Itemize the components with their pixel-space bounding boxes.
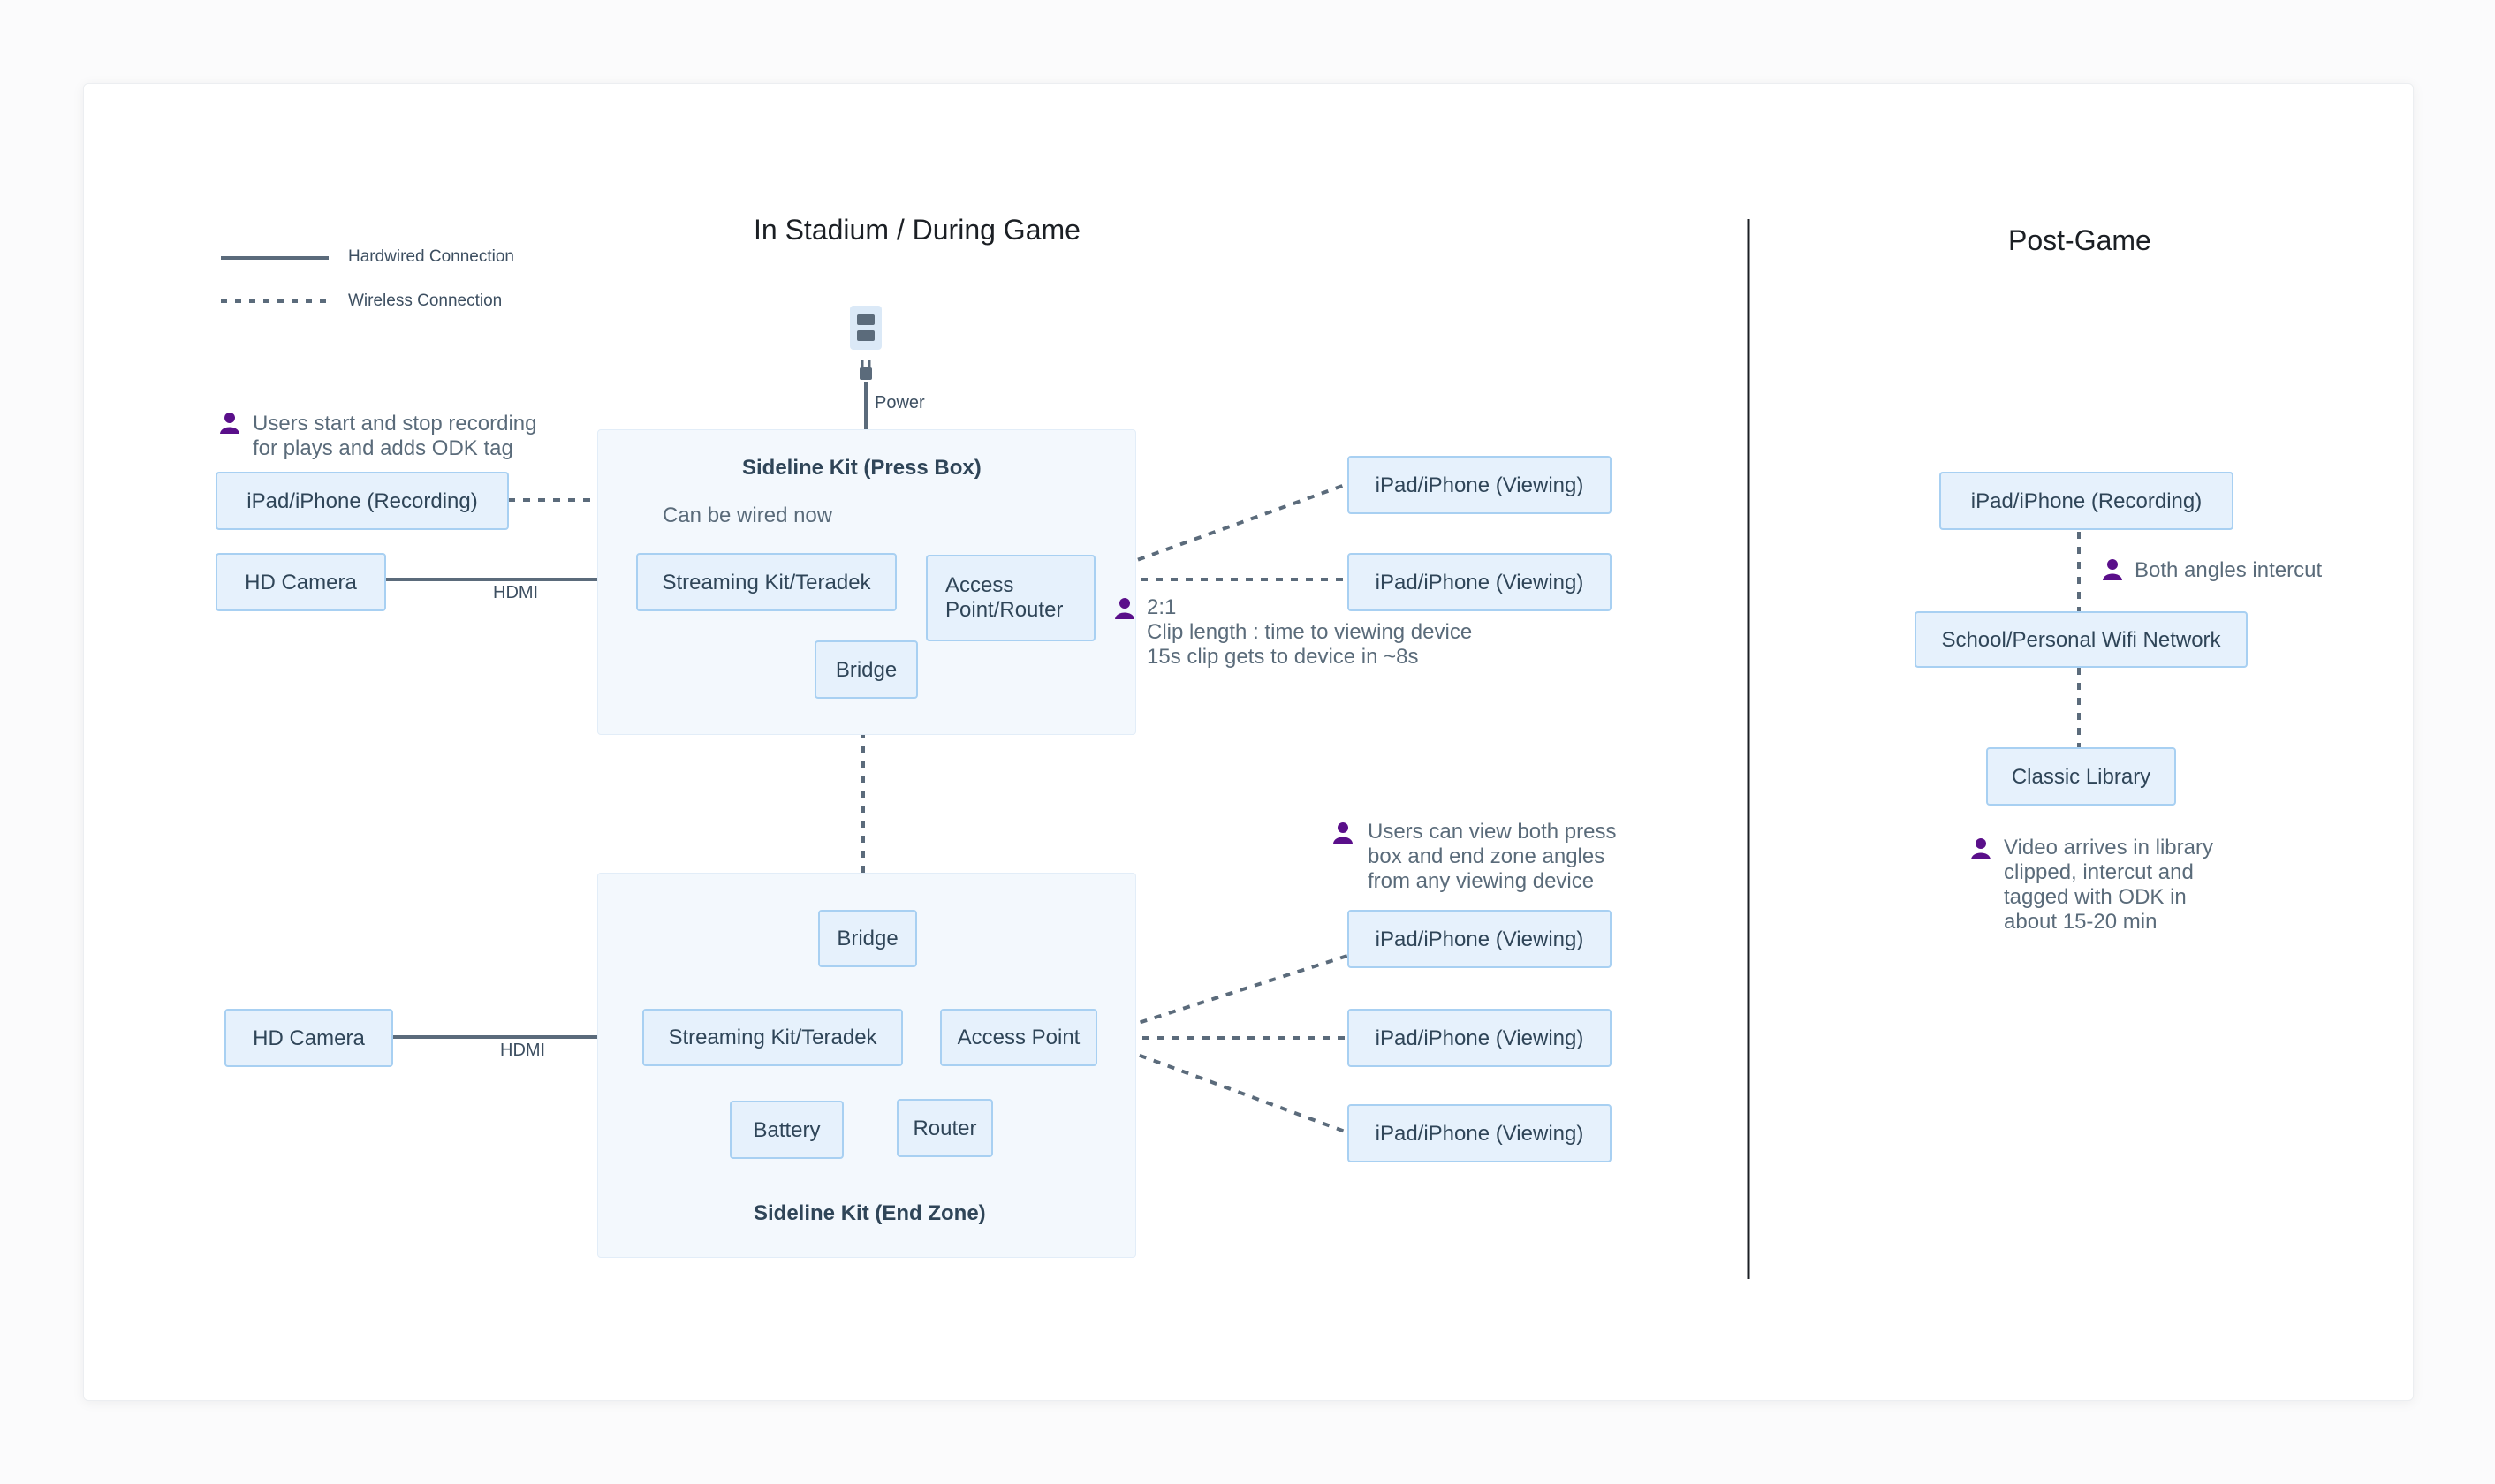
user-icon bbox=[1333, 822, 1353, 844]
end-zone-viewing-device-2[interactable]: iPad/iPhone (Viewing) bbox=[1347, 1009, 1612, 1067]
diagram-canvas bbox=[83, 83, 2414, 1401]
in-stadium-title: In Stadium / During Game bbox=[754, 214, 1081, 246]
user-icon bbox=[1971, 838, 1991, 859]
press-recording-device[interactable]: iPad/iPhone (Recording) bbox=[216, 472, 509, 530]
press-bridge[interactable]: Bridge bbox=[815, 640, 918, 699]
clip-note-timing: 15s clip gets to device in ~8s bbox=[1147, 645, 1419, 669]
clip-note-length: Clip length : time to viewing device bbox=[1147, 620, 1473, 644]
legend-wireless-label: Wireless Connection bbox=[348, 292, 503, 310]
end-zone-viewing-device-1[interactable]: iPad/iPhone (Viewing) bbox=[1347, 910, 1612, 968]
post-recording-device[interactable]: iPad/iPhone (Recording) bbox=[1939, 472, 2233, 530]
post-game-title: Post-Game bbox=[2008, 224, 2151, 256]
press-hdmi-label: HDMI bbox=[493, 583, 539, 602]
press-viewing-device-2[interactable]: iPad/iPhone (Viewing) bbox=[1347, 553, 1612, 611]
press-streaming-kit[interactable]: Streaming Kit/Teradek bbox=[636, 553, 897, 611]
user-icon bbox=[220, 413, 239, 434]
wired-note: Can be wired now bbox=[663, 504, 833, 527]
press-hd-camera[interactable]: HD Camera bbox=[216, 553, 386, 611]
end-zone-kit-label: Sideline Kit (End Zone) bbox=[754, 1201, 986, 1225]
end-zone-router[interactable]: Router bbox=[897, 1099, 993, 1157]
library-note: Video arrives in library clipped, interc… bbox=[2004, 836, 2213, 934]
user-icon bbox=[1115, 598, 1134, 619]
end-zone-viewing-device-3[interactable]: iPad/iPhone (Viewing) bbox=[1347, 1104, 1612, 1162]
press-viewing-device-1[interactable]: iPad/iPhone (Viewing) bbox=[1347, 456, 1612, 514]
post-classic-library[interactable]: Classic Library bbox=[1986, 747, 2176, 806]
user-icon bbox=[2103, 559, 2122, 580]
legend-hardwired-label: Hardwired Connection bbox=[348, 247, 514, 266]
end-zone-access-point[interactable]: Access Point bbox=[940, 1009, 1097, 1066]
intercut-note: Both angles intercut bbox=[2135, 558, 2323, 582]
power-outlet-icon bbox=[850, 306, 882, 380]
end-zone-hdmi-label: HDMI bbox=[500, 1041, 546, 1060]
end-zone-hd-camera[interactable]: HD Camera bbox=[224, 1009, 393, 1067]
press-access-point-router[interactable]: Access Point/Router bbox=[926, 555, 1096, 641]
viewing-note: Users can view both press box and end zo… bbox=[1368, 820, 1617, 893]
recording-note: Users start and stop recording for plays… bbox=[253, 412, 537, 460]
post-wifi-network[interactable]: School/Personal Wifi Network bbox=[1915, 611, 2248, 668]
end-zone-bridge[interactable]: Bridge bbox=[818, 910, 917, 967]
press-box-kit-label: Sideline Kit (Press Box) bbox=[742, 456, 982, 480]
end-zone-battery[interactable]: Battery bbox=[730, 1101, 844, 1159]
power-label: Power bbox=[875, 393, 925, 413]
end-zone-streaming-kit[interactable]: Streaming Kit/Teradek bbox=[642, 1009, 903, 1066]
clip-note-ratio: 2:1 bbox=[1147, 595, 1177, 619]
